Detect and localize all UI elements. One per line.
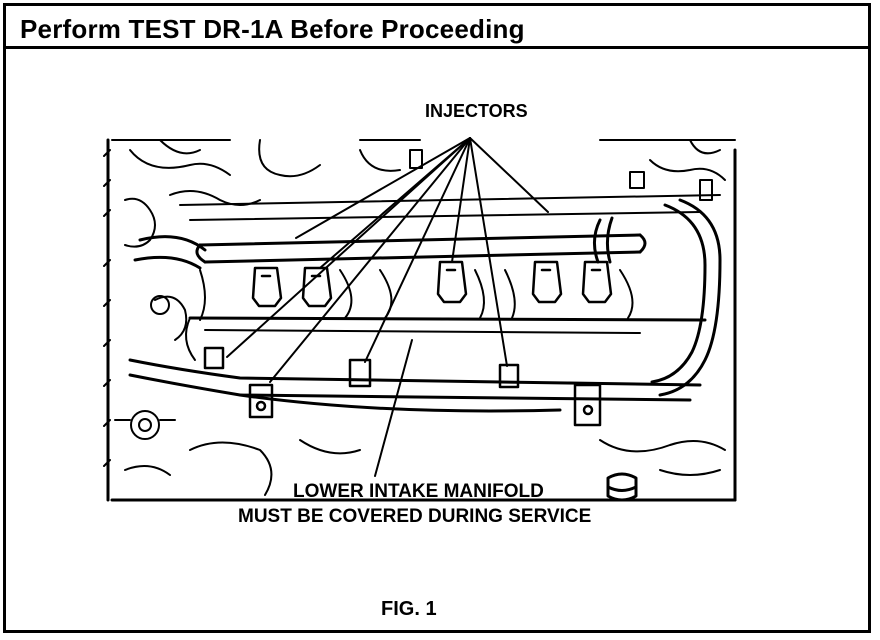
fuel-hoses [133,198,722,397]
figure-frame: Perform TEST DR-1A Before Proceeding [3,3,871,633]
fuel-rail [179,194,721,264]
manifold-label-line1: LOWER INTAKE MANIFOLD [293,481,544,502]
figure-caption: FIG. 1 [381,598,437,620]
manifold-leader-line [374,339,413,477]
header-bar: Perform TEST DR-1A Before Proceeding [6,6,868,49]
injectors-label: INJECTORS [425,101,528,121]
illustration-border-hatching [103,138,737,502]
upper-engine-detail [124,139,726,248]
lower-rail [128,358,702,413]
header-title: Perform TEST DR-1A Before Proceeding [20,14,525,44]
lower-engine-detail [114,295,726,496]
brackets [203,346,602,427]
manifold-label-line2: MUST BE COVERED DURING SERVICE [238,506,592,527]
injector-leader-lines [226,137,549,383]
cap-symbol [606,472,638,502]
intake-manifold [185,269,707,361]
